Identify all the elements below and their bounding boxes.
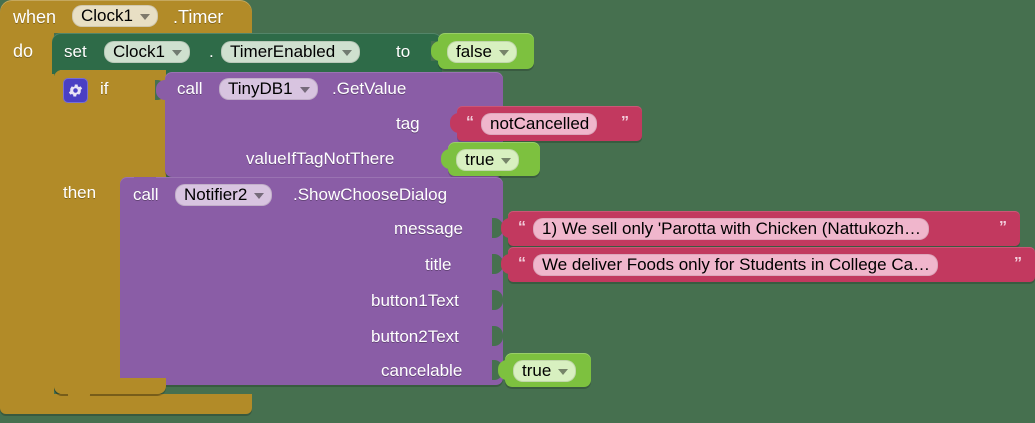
get-value-plug bbox=[156, 80, 167, 100]
text-value-title[interactable]: We deliver Foods only for Students in Co… bbox=[533, 254, 939, 276]
get-value-method-label: .GetValue bbox=[332, 79, 407, 98]
dialog-button2text-socket bbox=[492, 326, 503, 346]
open-quote-icon: “ bbox=[518, 255, 526, 272]
logic-false-plug bbox=[431, 41, 442, 61]
chevron-down-icon bbox=[299, 86, 310, 93]
logic-true-plug-getvalue bbox=[441, 149, 452, 169]
show-choose-dialog-top-notch bbox=[134, 177, 156, 184]
text-block-message-plug bbox=[501, 218, 512, 238]
gear-icon[interactable] bbox=[63, 78, 88, 103]
to-keyword: to bbox=[396, 42, 411, 61]
event-block-footer bbox=[0, 394, 252, 414]
get-value-call-keyword: call bbox=[177, 79, 203, 98]
event-name-label: .Timer bbox=[173, 7, 224, 27]
event-block-left-spine bbox=[0, 30, 54, 408]
setter-dot: . bbox=[209, 42, 214, 61]
dialog-arg-label-button1text: button1Text bbox=[371, 291, 459, 310]
setter-component-label: Clock1 bbox=[113, 42, 165, 61]
dialog-button1text-socket bbox=[492, 290, 503, 310]
chevron-down-icon bbox=[342, 49, 353, 56]
text-value-message-label: 1) We sell only 'Parotta with Chicken (N… bbox=[542, 219, 921, 238]
close-quote-icon: ” bbox=[1014, 255, 1022, 272]
chevron-down-icon bbox=[254, 192, 265, 199]
logic-true-label-cancelable: true bbox=[522, 361, 552, 380]
logic-true-dropdown-cancelable[interactable]: true bbox=[513, 360, 577, 382]
when-keyword: when bbox=[13, 7, 57, 27]
get-value-component-dropdown[interactable]: TinyDB1 bbox=[219, 78, 318, 100]
dialog-message-socket bbox=[492, 218, 503, 238]
logic-false-dropdown[interactable]: false bbox=[447, 41, 517, 63]
dialog-cancelable-socket bbox=[492, 360, 503, 380]
open-quote-icon: “ bbox=[518, 219, 526, 236]
chevron-down-icon bbox=[501, 157, 512, 164]
control-if-bottom-lip bbox=[54, 378, 166, 394]
open-quote-icon: “ bbox=[466, 114, 474, 131]
dialog-title-socket bbox=[492, 254, 503, 274]
close-quote-icon: ” bbox=[999, 219, 1007, 236]
dialog-arg-label-title: title bbox=[425, 255, 452, 274]
text-block-plug bbox=[450, 113, 461, 133]
dialog-method-label: .ShowChooseDialog bbox=[293, 185, 448, 204]
dialog-component-label: Notifier2 bbox=[184, 185, 248, 204]
set-keyword: set bbox=[64, 42, 87, 61]
text-value-title-label: We deliver Foods only for Students in Co… bbox=[542, 255, 931, 274]
show-choose-dialog-block[interactable] bbox=[120, 177, 503, 385]
text-value-message[interactable]: 1) We sell only 'Parotta with Chicken (N… bbox=[533, 218, 929, 240]
text-block-title-plug bbox=[501, 254, 512, 274]
setter-property-dropdown[interactable]: TimerEnabled bbox=[221, 41, 361, 63]
chevron-down-icon bbox=[171, 49, 182, 56]
logic-true-dropdown-getvalue[interactable]: true bbox=[456, 149, 520, 171]
get-value-component-label: TinyDB1 bbox=[228, 79, 293, 98]
logic-true-plug-cancelable bbox=[498, 360, 509, 380]
text-value-label: notCancelled bbox=[490, 114, 590, 133]
setter-property-label: TimerEnabled bbox=[230, 42, 336, 61]
dialog-component-dropdown[interactable]: Notifier2 bbox=[175, 184, 273, 206]
if-keyword: if bbox=[100, 79, 109, 98]
control-if-bottom-notch bbox=[68, 394, 90, 401]
dialog-call-keyword: call bbox=[133, 185, 159, 204]
chevron-down-icon bbox=[558, 368, 569, 375]
dialog-arg-label-cancelable: cancelable bbox=[381, 361, 463, 380]
chevron-down-icon bbox=[498, 49, 509, 56]
logic-false-label: false bbox=[456, 42, 492, 61]
then-keyword: then bbox=[63, 183, 97, 202]
dialog-arg-label-message: message bbox=[394, 219, 463, 238]
get-value-arg-label-tag: tag bbox=[396, 114, 420, 133]
text-value-not-cancelled[interactable]: notCancelled bbox=[481, 113, 598, 135]
event-component-dropdown[interactable]: Clock1 bbox=[72, 5, 158, 27]
setter-component-dropdown[interactable]: Clock1 bbox=[104, 41, 190, 63]
logic-true-label-getvalue: true bbox=[465, 150, 495, 169]
close-quote-icon: ” bbox=[621, 114, 629, 131]
event-component-label: Clock1 bbox=[81, 6, 133, 25]
do-keyword: do bbox=[13, 41, 34, 61]
get-value-arg-label-valueiftagnotthere: valueIfTagNotThere bbox=[246, 149, 395, 168]
chevron-down-icon bbox=[139, 13, 150, 20]
dialog-arg-label-button2text: button2Text bbox=[371, 327, 459, 346]
